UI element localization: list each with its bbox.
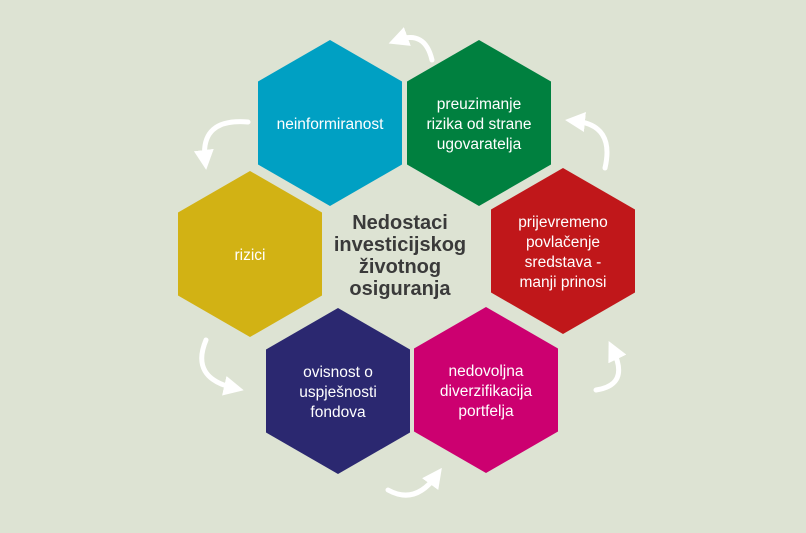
label-line: diverzifikacija — [439, 383, 533, 400]
cycle-arrow-icon — [593, 341, 627, 393]
hexagon-preuzimanje-rizika — [407, 40, 551, 206]
label-line: rizika od strane — [426, 116, 532, 133]
label-line: povlačenje — [525, 234, 601, 251]
label-line: manji prinosi — [519, 274, 607, 291]
label-line: ugovaratelja — [436, 136, 522, 153]
label-line: prijevremeno — [518, 214, 608, 231]
hexagon-label-ovisnost-o-fondovima: ovisnost o uspješnosti fondova — [273, 363, 403, 423]
cycle-arrow-icon — [388, 27, 435, 63]
label-line: nedovoljna — [448, 363, 524, 380]
hexagon-ovisnost-o-fondovima — [266, 308, 410, 474]
diagram-title: Nedostaci investicijskog životnog osigur… — [315, 212, 485, 300]
cycle-arrow-icon — [385, 467, 442, 498]
label-line: preuzimanje — [436, 96, 522, 113]
hexagon-label-prijevremeno-povlacenje: prijevremeno povlačenje sredstava - manji p… — [498, 213, 628, 293]
cycle-arrow-icon — [193, 119, 251, 170]
label-line: uspješnosti — [299, 384, 377, 401]
hexagon-nedovoljna-diverzifikacija — [414, 307, 558, 473]
hexagon-label-nedovoljna-diverzifikacija: nedovoljna diverzifikacija portfelja — [421, 362, 551, 422]
cycle-arrow-icon — [199, 337, 244, 396]
label-line: sredstava - — [524, 254, 602, 271]
hexagon-label-rizici: rizici — [185, 246, 315, 266]
hexagon-prijevremeno-povlacenje — [491, 168, 635, 334]
title-line: investicijskog — [333, 234, 467, 256]
label-line: portfelja — [458, 403, 514, 420]
label-line: neinformiranost — [276, 116, 384, 133]
label-line: ovisnost o — [303, 364, 373, 381]
hexagon-label-neinformiranost: neinformiranost — [265, 115, 395, 135]
label-line: fondova — [310, 404, 366, 421]
hexagon-neinformiranost — [258, 40, 402, 206]
title-line: Nedostaci — [352, 212, 448, 234]
cycle-arrow-icon — [565, 112, 610, 171]
label-line: rizici — [234, 247, 266, 264]
title-line: životnog — [358, 256, 442, 278]
title-line: osiguranja — [349, 278, 451, 300]
hexagon-rizici — [178, 171, 322, 337]
hexagon-label-preuzimanje-rizika: preuzimanje rizika od strane ugovaratelja — [414, 95, 544, 155]
